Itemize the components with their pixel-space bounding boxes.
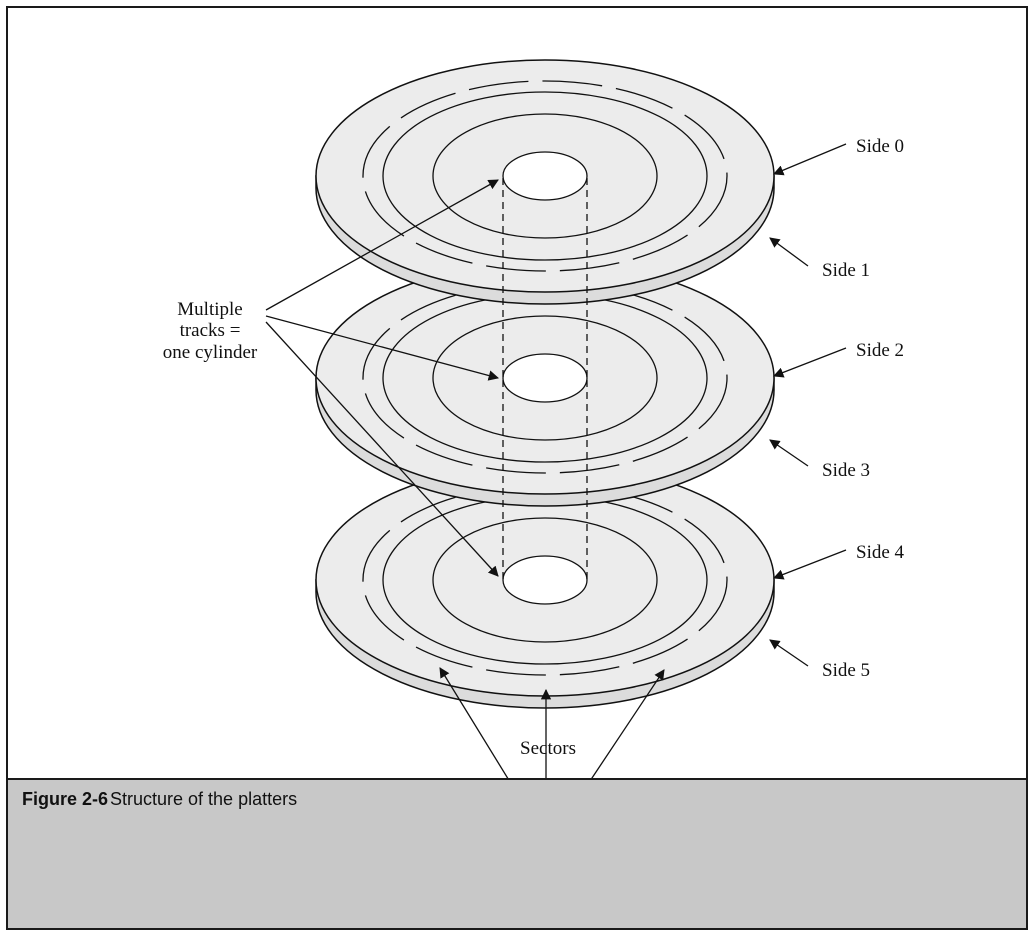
side-1-callout: Side 1 xyxy=(769,237,870,281)
sectors-label-box: Sectors xyxy=(498,738,598,760)
track-mid xyxy=(382,91,708,261)
cylinder-label-line-3: one cylinder xyxy=(163,342,258,363)
sectors-callout xyxy=(439,667,665,778)
spindle-hole xyxy=(502,555,588,605)
track-inner xyxy=(432,315,658,441)
track-inner xyxy=(432,517,658,643)
platter-top xyxy=(315,59,775,305)
side-3-callout: Side 3 xyxy=(769,439,870,481)
cylinder-label-line-1: Multiple xyxy=(177,299,242,320)
spindle-hole xyxy=(502,151,588,201)
side-0-callout: Side 0 xyxy=(773,136,904,176)
figure-caption: Structure of the platters xyxy=(110,789,298,809)
cylinder-callout: Multiple tracks = one cylinder xyxy=(163,179,500,577)
side-3-label: Side 3 xyxy=(822,460,870,481)
track-outer xyxy=(362,80,728,272)
platter-middle xyxy=(315,261,775,507)
figure-frame: Side 0 Side 1 Side 2 Side 3 Side 4 Side … xyxy=(6,6,1028,930)
side-2-label: Side 2 xyxy=(856,340,904,361)
cylinder-dashes-upper xyxy=(502,178,588,378)
cylinder-dashes-lower xyxy=(502,380,588,580)
side-5-label: Side 5 xyxy=(822,660,870,681)
cylinder-label-line-2: tracks = xyxy=(180,320,241,341)
spindle-hole xyxy=(502,353,588,403)
side-4-label: Side 4 xyxy=(856,542,905,563)
platter-diagram: Side 0 Side 1 Side 2 Side 3 Side 4 Side … xyxy=(163,59,905,778)
side-5-callout: Side 5 xyxy=(769,639,870,681)
side-2-callout: Side 2 xyxy=(773,340,904,378)
side-0-label: Side 0 xyxy=(856,136,904,157)
figure-label: Figure 2-6 xyxy=(22,789,109,809)
sectors-label: Sectors xyxy=(520,738,576,759)
side-1-label: Side 1 xyxy=(822,260,870,281)
track-inner xyxy=(432,113,658,239)
caption-bar: Figure 2-6 Structure of the platters xyxy=(8,778,1026,928)
side-4-callout: Side 4 xyxy=(773,542,905,580)
